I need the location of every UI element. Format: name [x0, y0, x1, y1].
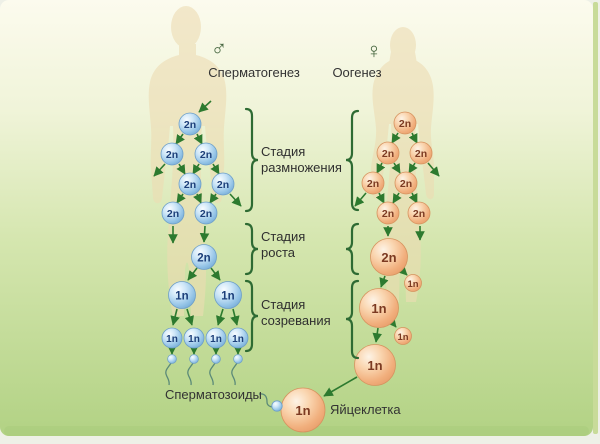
svg-text:1n: 1n — [188, 334, 200, 345]
svg-text:2n: 2n — [382, 208, 394, 220]
stage-reproduction-line1: Стадия — [261, 144, 305, 159]
svg-text:2n: 2n — [415, 148, 427, 160]
svg-text:2n: 2n — [381, 250, 396, 265]
svg-text:1n: 1n — [397, 332, 408, 343]
svg-text:1n: 1n — [166, 334, 178, 345]
cell: 2n — [178, 172, 202, 196]
svg-text:2n: 2n — [399, 118, 411, 130]
cell-ovum: 1n — [280, 387, 326, 433]
female-symbol-icon: ♀ — [366, 38, 383, 63]
svg-text:2n: 2n — [217, 179, 229, 191]
brace-right-growth — [345, 222, 360, 276]
cell: 2n — [376, 201, 400, 225]
svg-text:2n: 2n — [184, 119, 196, 131]
svg-text:1n: 1n — [295, 403, 310, 418]
cell: 2n — [409, 141, 433, 165]
svg-text:2n: 2n — [400, 178, 412, 190]
svg-text:1n: 1n — [175, 291, 188, 303]
svg-text:1n: 1n — [407, 279, 418, 290]
stage-braces — [244, 107, 360, 360]
svg-text:1n: 1n — [221, 291, 234, 303]
sperm-icon — [187, 354, 199, 386]
brace-left-reproduction — [244, 107, 259, 213]
svg-text:2n: 2n — [200, 149, 212, 161]
brace-right-maturation — [345, 279, 360, 360]
fertilizing-sperm-icon — [258, 393, 283, 412]
stage-maturation-line1: Стадия — [261, 297, 305, 312]
cell: 2n — [160, 142, 184, 166]
oogenesis-title: Оогенез — [332, 65, 381, 80]
egg-label: Яйцеклетка — [330, 402, 401, 417]
cell: 2n — [394, 171, 418, 195]
spermatogenesis-arrows — [153, 100, 243, 355]
stage-growth-line2: роста — [261, 245, 296, 260]
slide-background — [0, 0, 593, 436]
svg-text:1n: 1n — [371, 301, 386, 316]
cell-growth: 2n — [191, 244, 217, 270]
cell: 1n — [214, 281, 242, 309]
svg-text:2n: 2n — [413, 208, 425, 220]
svg-text:1n: 1n — [367, 358, 382, 373]
polar-body: 1n — [394, 327, 412, 345]
polar-body: 1n — [404, 274, 422, 292]
stage-reproduction-line2: размножения — [261, 160, 342, 175]
cell: 1n — [227, 327, 249, 349]
brace-left-maturation — [244, 279, 259, 353]
brace-right-reproduction — [345, 109, 360, 212]
male-symbol-icon: ♂ — [211, 36, 228, 61]
svg-text:2n: 2n — [166, 149, 178, 161]
svg-text:2n: 2n — [184, 179, 196, 191]
cell: 1n — [161, 327, 183, 349]
stage-labels: Стадия размножения Стадия роста Стадия с… — [261, 144, 342, 328]
cell: 2n — [194, 201, 218, 225]
cell: 2n — [393, 111, 417, 135]
cell-growth: 2n — [370, 238, 408, 276]
cell: 1n — [205, 327, 227, 349]
svg-text:2n: 2n — [167, 208, 179, 220]
svg-text:2n: 2n — [197, 253, 210, 265]
sperm-icon — [209, 354, 221, 386]
cell: 2n — [178, 112, 202, 136]
cell: 2n — [194, 142, 218, 166]
brace-left-growth — [244, 222, 259, 276]
svg-text:1n: 1n — [232, 334, 244, 345]
spermatogenesis-cells: 2n 2n 2n 2n 2n 2n 2n 2n 1n 1n 1n 1n 1n 1… — [160, 112, 249, 349]
cell: 2n — [361, 171, 385, 195]
cell: 2n — [161, 201, 185, 225]
spermatozoa-label: Сперматозоиды — [165, 387, 262, 402]
cell-oocyte: 1n — [354, 344, 396, 386]
stage-growth-line1: Стадия — [261, 229, 305, 244]
spermatogenesis-title: Сперматогенез — [208, 65, 300, 80]
cell: 2n — [407, 201, 431, 225]
svg-text:2n: 2n — [367, 178, 379, 190]
stage-maturation-line2: созревания — [261, 313, 331, 328]
cell: 2n — [211, 172, 235, 196]
svg-text:2n: 2n — [382, 148, 394, 160]
oogenesis-cells: 2n 2n 2n 2n 2n 2n 2n 2n 1n 1n 1n 1n 1n — [280, 111, 433, 433]
svg-text:2n: 2n — [200, 208, 212, 220]
cell: 1n — [183, 327, 205, 349]
cell: 2n — [376, 141, 400, 165]
slide-right-edge — [593, 2, 598, 434]
svg-text:1n: 1n — [210, 334, 222, 345]
sperm-icon — [231, 354, 243, 386]
cell-oocyte: 1n — [359, 288, 399, 328]
cell: 1n — [168, 281, 196, 309]
sperm-icons — [165, 354, 243, 386]
oogenesis-arrows — [323, 132, 440, 397]
sperm-icon — [165, 354, 177, 386]
